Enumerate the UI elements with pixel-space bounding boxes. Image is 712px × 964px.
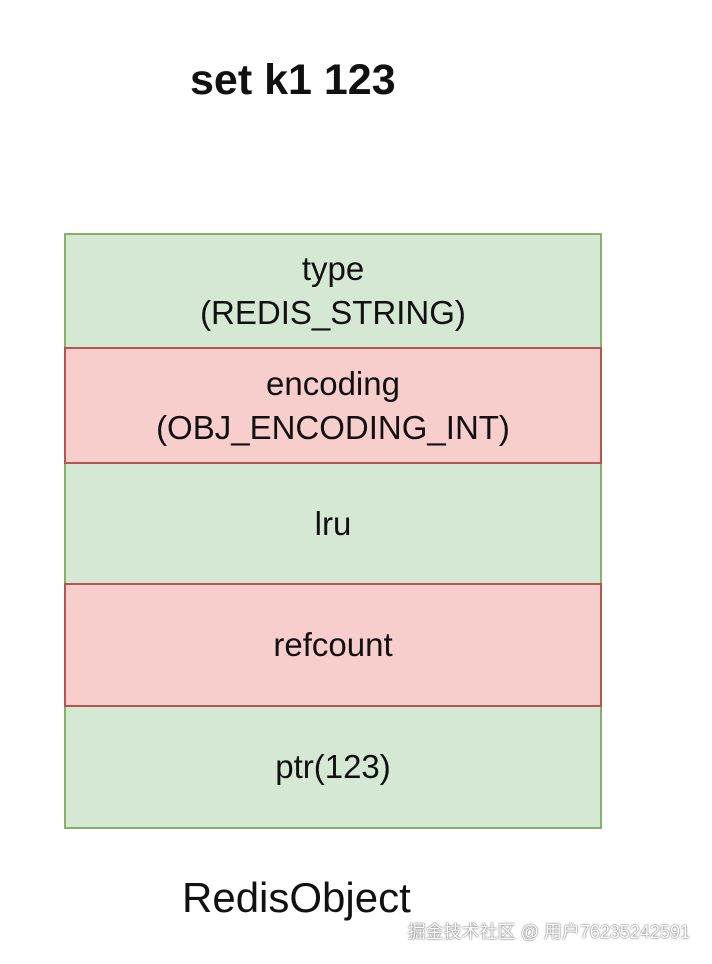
field-encoding-detail: (OBJ_ENCODING_INT) — [156, 408, 510, 446]
field-encoding-name: encoding — [266, 364, 400, 402]
watermark-text: 掘金技术社区 @ 用户76235242591 — [407, 922, 690, 942]
command-title: set k1 123 — [190, 56, 396, 104]
field-ptr-name: ptr(123) — [275, 748, 391, 785]
field-lru: lru — [64, 462, 602, 585]
field-refcount-name: refcount — [273, 626, 393, 663]
field-refcount: refcount — [64, 583, 602, 707]
field-ptr: ptr(123) — [64, 705, 602, 829]
field-lru-name: lru — [314, 504, 352, 542]
field-type-name: type — [301, 250, 365, 287]
struct-caption: RedisObject — [182, 874, 411, 921]
field-encoding: encoding (OBJ_ENCODING_INT) — [64, 347, 602, 464]
field-type: type (REDIS_STRING) — [64, 233, 602, 349]
redis-object-struct: type (REDIS_STRING) encoding (OBJ_ENCODI… — [64, 233, 602, 829]
field-type-detail: (REDIS_STRING) — [200, 294, 466, 331]
